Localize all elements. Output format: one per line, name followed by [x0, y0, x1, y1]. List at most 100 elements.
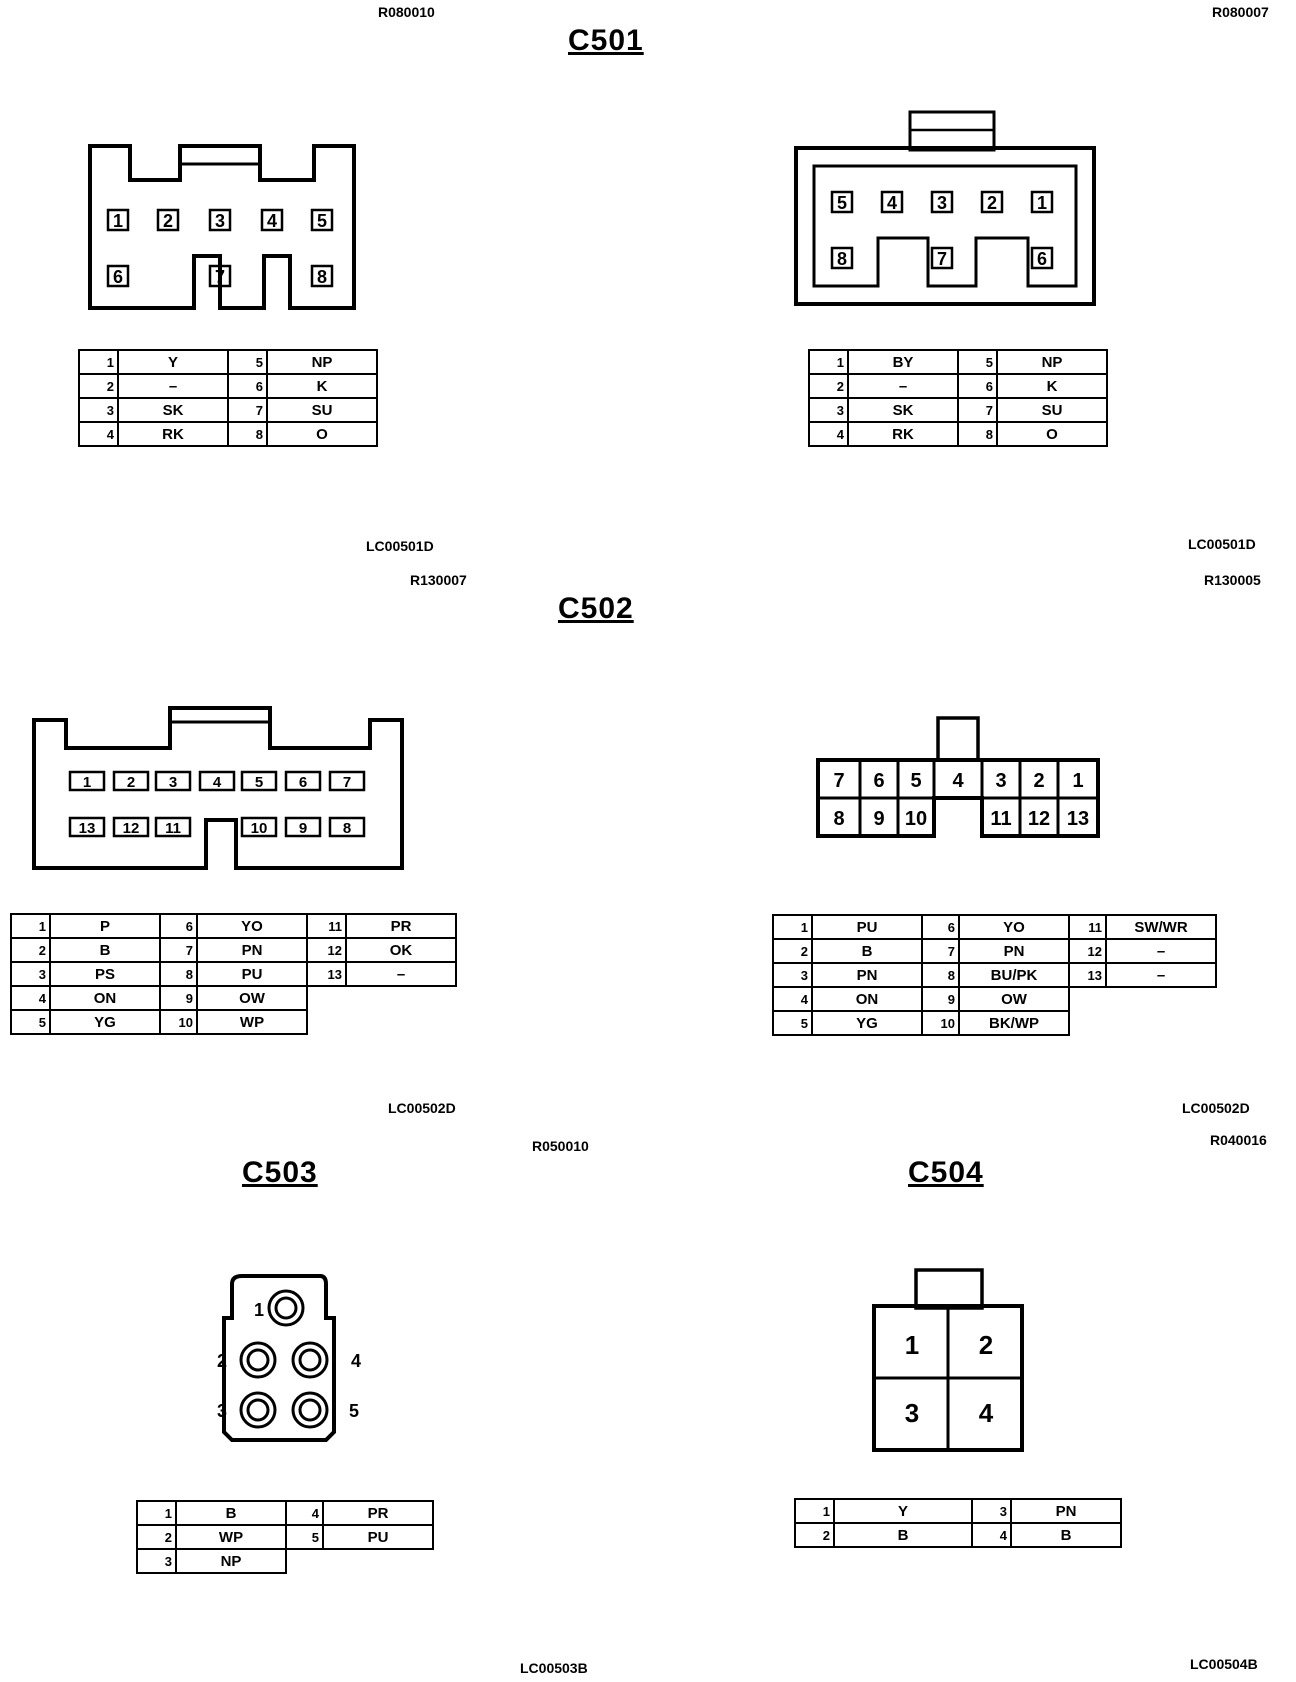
wire-color: –	[1105, 938, 1217, 964]
pin-number: 1	[78, 349, 119, 375]
svg-text:8: 8	[833, 808, 844, 830]
pin-number: 3	[136, 1548, 177, 1574]
pin-number: 4	[78, 421, 119, 447]
empty-cell	[1106, 987, 1216, 1011]
pin-cavity: 4	[952, 770, 964, 792]
wire-color: WP	[175, 1524, 287, 1550]
wire-color: RK	[847, 421, 959, 447]
pin-cavity: 8	[328, 816, 366, 838]
pin-cavity: 1	[1030, 190, 1054, 214]
pin-cavity: 2	[1033, 770, 1044, 792]
svg-text:6: 6	[113, 267, 123, 287]
pin-cavity: 5	[240, 770, 278, 792]
connector-c501-right: 5 4 3 2 1 8 7 6	[794, 110, 1096, 306]
pin-number: 11	[1068, 914, 1107, 940]
pin-cavity: 5	[310, 208, 334, 232]
pin-cavity: 2	[156, 208, 180, 232]
pin-cavity: 13	[68, 816, 106, 838]
title-c501: C501	[568, 24, 644, 57]
pin-number: 3	[78, 397, 119, 423]
wire-color: SW/WR	[1105, 914, 1217, 940]
wire-color: –	[847, 373, 959, 399]
wire-color: B	[833, 1522, 973, 1548]
pin-number: 8	[957, 421, 998, 447]
pin-number: 10	[159, 1009, 198, 1035]
pin-cavity: 9	[873, 808, 884, 830]
pin-cavity: 1	[68, 770, 106, 792]
wire-color: PR	[322, 1500, 434, 1526]
pin-cavity: 4	[198, 770, 236, 792]
pin-number: 2	[10, 937, 51, 963]
pin-number: 6	[159, 913, 198, 939]
pin-cavity: 11	[990, 808, 1011, 830]
pin-number: 3	[808, 397, 849, 423]
pin-cavity: 2	[980, 190, 1004, 214]
svg-text:6: 6	[1037, 249, 1047, 269]
wire-color: PR	[345, 913, 457, 939]
empty-cell	[1069, 987, 1106, 1011]
wire-color: K	[996, 373, 1108, 399]
svg-text:8: 8	[343, 820, 351, 837]
lc-code-c502-right: LC00502D	[1182, 1100, 1250, 1116]
wire-color: PU	[322, 1524, 434, 1550]
pin-number: 7	[227, 397, 268, 423]
pin-number: 7	[159, 937, 198, 963]
pin-number: 3	[772, 962, 813, 988]
ref-code-c501-right: R080007	[1212, 4, 1269, 20]
wire-color: B	[811, 938, 923, 964]
wire-color: B	[175, 1500, 287, 1526]
wire-color: PU	[811, 914, 923, 940]
svg-text:4: 4	[213, 774, 222, 791]
pin-number: 6	[957, 373, 998, 399]
wire-color: PN	[196, 937, 308, 963]
svg-text:1: 1	[83, 774, 91, 791]
lc-code-c501-left: LC00501D	[366, 538, 434, 554]
wire-color: SU	[266, 397, 378, 423]
terminal-cavity: 5	[291, 1391, 359, 1429]
svg-text:5: 5	[910, 770, 921, 792]
svg-text:1: 1	[254, 1300, 264, 1320]
svg-text:3: 3	[937, 193, 947, 213]
svg-text:1: 1	[113, 211, 123, 231]
pin-cavity: 2	[112, 770, 150, 792]
pin-cavity: 7	[208, 264, 232, 288]
pin-number: 5	[285, 1524, 324, 1550]
pin-number: 4	[772, 986, 813, 1012]
wire-color: O	[266, 421, 378, 447]
svg-text:11: 11	[165, 820, 181, 837]
pin-number: 5	[957, 349, 998, 375]
svg-text:3: 3	[995, 770, 1006, 792]
wire-color: PS	[49, 961, 161, 987]
wire-color: YO	[958, 914, 1070, 940]
wire-color: B	[49, 937, 161, 963]
lc-code-c501-right: LC00501D	[1188, 536, 1256, 552]
pin-cavity: 12	[1028, 808, 1050, 830]
wire-color: ON	[811, 986, 923, 1012]
pin-number: 2	[136, 1524, 177, 1550]
ref-code-c503: R050010	[532, 1138, 589, 1154]
lc-code-c504: LC00504B	[1190, 1656, 1258, 1672]
svg-text:6: 6	[299, 774, 307, 791]
pin-number: 4	[10, 985, 51, 1011]
empty-cell	[307, 986, 346, 1010]
wire-color: SU	[996, 397, 1108, 423]
pin-number: 4	[971, 1522, 1012, 1548]
svg-text:3: 3	[215, 211, 225, 231]
pin-cavity: 6	[106, 264, 130, 288]
pin-cavity: 10	[240, 816, 278, 838]
pin-cavity: 8	[310, 264, 334, 288]
terminal-cavity: 3	[217, 1391, 277, 1429]
svg-text:4: 4	[887, 193, 897, 213]
svg-text:2: 2	[979, 1330, 993, 1360]
pin-number: 1	[808, 349, 849, 375]
